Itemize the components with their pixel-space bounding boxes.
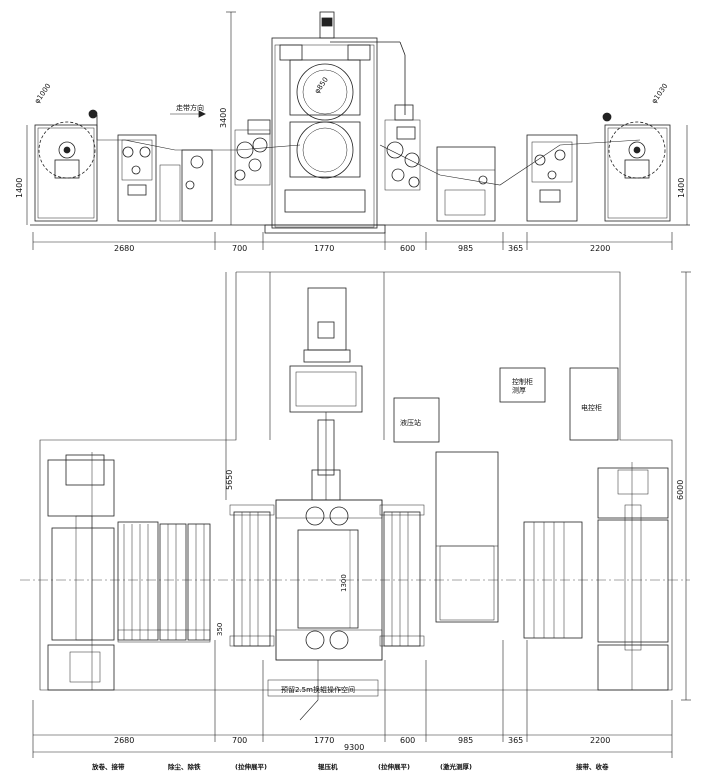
side-dim-1: 700 (232, 244, 247, 253)
plan-dim-6: 2200 (590, 736, 610, 745)
rewinder-right (602, 112, 671, 222)
direction-label: 走带方向 (176, 103, 204, 112)
side-dim-0: 2680 (114, 244, 134, 253)
side-dim-5: 365 (508, 244, 523, 253)
roll-dia-center: φ850 (313, 76, 330, 95)
service-area-note: 预留2.5m换辊操作空间 (281, 685, 355, 694)
side-dim-6: 2200 (590, 244, 610, 253)
section-label-3: 辊压机 (318, 762, 338, 771)
tension-unit-right (526, 134, 578, 222)
tension-right-plan (523, 521, 583, 639)
side-dim-4: 985 (458, 244, 473, 253)
laser-gauge (436, 146, 496, 222)
side-height-left: 1400 (15, 178, 24, 198)
hydraulic-station-label: 液压站 (400, 418, 421, 427)
section-label-5: (激光测厚) (440, 762, 472, 771)
section-label-6: 接带、收卷 (576, 762, 609, 771)
section-label-4: (拉伸展平) (378, 762, 410, 771)
roll-dia-left: φ1000 (33, 82, 52, 105)
laser-gauge-plan (435, 451, 499, 623)
dust-removal-plan (117, 521, 211, 643)
plan-dim-5: 365 (508, 736, 523, 745)
section-label-1: 除尘、除铁 (168, 762, 201, 771)
unwinder-left (34, 109, 98, 222)
stretch-right-plan (379, 504, 425, 647)
plan-height-left: 5650 (225, 470, 234, 490)
stretch-unit-right (384, 119, 421, 191)
calender-press (264, 11, 414, 234)
plan-height-right: 6000 (676, 480, 685, 500)
section-label-0: 放卷、接带 (91, 762, 125, 771)
plan-dim-2: 1770 (314, 736, 334, 745)
plan-view (20, 271, 691, 758)
electric-cabinet-box (569, 367, 619, 441)
control-cabinet-label: 控制柜测厚 (512, 377, 533, 394)
control-cabinet-box (499, 367, 546, 403)
plan-dim-1: 700 (232, 736, 247, 745)
calender-plan (267, 499, 383, 721)
main-drive (289, 287, 363, 501)
side-view (26, 11, 690, 250)
plan-dim-3: 600 (400, 736, 415, 745)
roll-dia-right: φ1030 (650, 82, 669, 105)
plan-dim-4: 985 (458, 736, 473, 745)
hydraulic-station-box (393, 397, 440, 443)
side-dim-3: 600 (400, 244, 415, 253)
section-label-2: (拉伸展平) (235, 762, 267, 771)
stretch-unit-left (234, 119, 271, 186)
roll-width-dim: 1300 (340, 574, 348, 592)
unwinder-plan (47, 452, 115, 691)
small-dim: 350 (216, 623, 224, 636)
dust-removal-unit-left (117, 134, 213, 222)
plan-total-width: 9300 (344, 743, 364, 752)
plan-dim-0: 2680 (114, 736, 134, 745)
rewinder-plan (597, 462, 669, 691)
side-height-total: 3400 (219, 108, 228, 128)
side-height-right: 1400 (677, 178, 686, 198)
electric-cabinet-label: 电控柜 (581, 403, 602, 412)
stretch-left-plan (229, 504, 275, 647)
side-dim-2: 1770 (314, 244, 334, 253)
